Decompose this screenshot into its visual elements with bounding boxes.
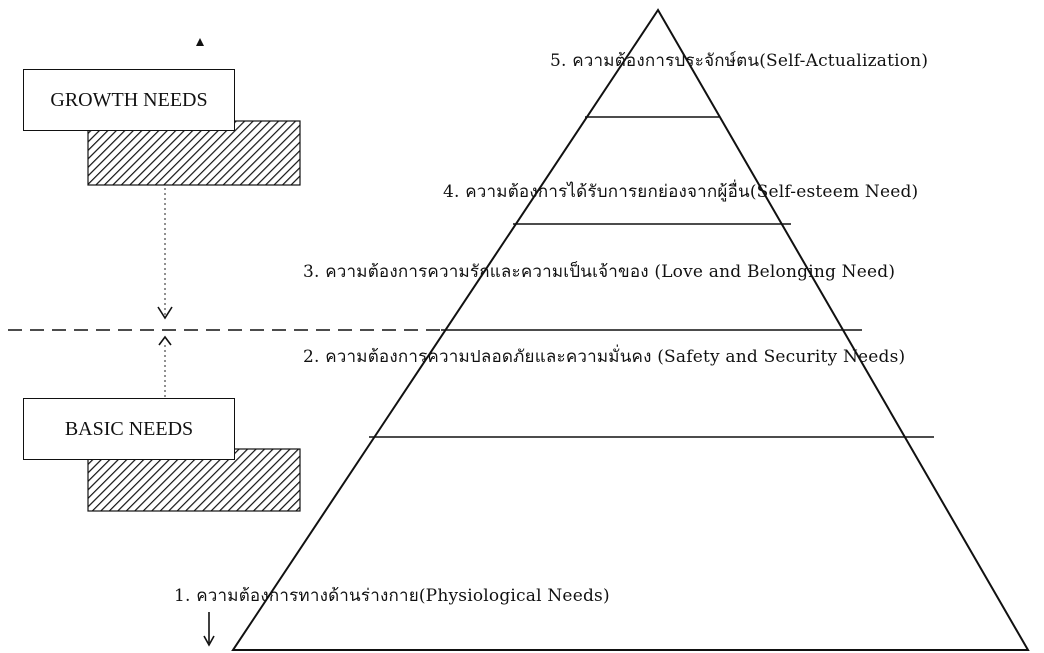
growth-needs-box: GROWTH NEEDS bbox=[23, 69, 235, 131]
up-arrowhead-top bbox=[196, 38, 204, 46]
growth-box-shadow bbox=[87, 120, 301, 186]
level-2-label: 2. ความต้องการความปลอดภัยและความมั่นคง (… bbox=[303, 347, 906, 367]
growth-needs-label: GROWTH NEEDS bbox=[50, 88, 208, 111]
down-arrow-to-separator bbox=[157, 306, 173, 320]
level-4-label: 4. ความต้องการได้รับการยกย่องจากผู้อื่น(… bbox=[443, 182, 919, 202]
basic-needs-box: BASIC NEEDS bbox=[23, 398, 235, 460]
down-arrow-head bbox=[203, 635, 215, 647]
basic-needs-label: BASIC NEEDS bbox=[64, 417, 194, 440]
level-1-label: 1. ความต้องการทางด้านร่างกาย(Physiologic… bbox=[174, 586, 610, 606]
level-5-label: 5. ความต้องการประจักษ์ตน(Self-Actualizat… bbox=[550, 51, 929, 71]
up-arrow-from-basic bbox=[158, 335, 172, 346]
level-3-label: 3. ความต้องการความรักและความเป็นเจ้าของ … bbox=[303, 262, 896, 282]
